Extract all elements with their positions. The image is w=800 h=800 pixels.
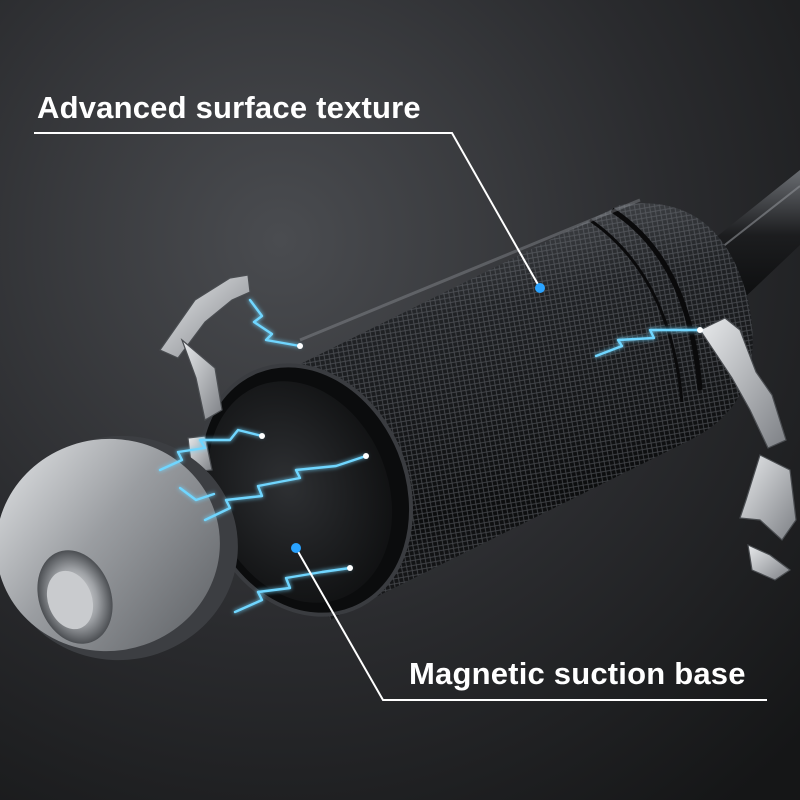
lightning-spark-icon [158, 298, 702, 614]
callout-line-surface [34, 132, 541, 289]
callout-line-base [295, 547, 767, 701]
magnet-ring-icon [0, 435, 238, 661]
callout-dot-surface [535, 283, 545, 293]
callout-dots [291, 283, 545, 553]
callout-label-base: Magnetic suction base [409, 656, 746, 691]
callout-label-surface: Advanced surface texture [37, 90, 421, 125]
callout-dot-base [291, 543, 301, 553]
spark-highlights [259, 327, 703, 571]
callout-lines [34, 132, 767, 701]
magnet-end-face [196, 363, 414, 617]
gripper-claw-icon [159, 274, 797, 581]
